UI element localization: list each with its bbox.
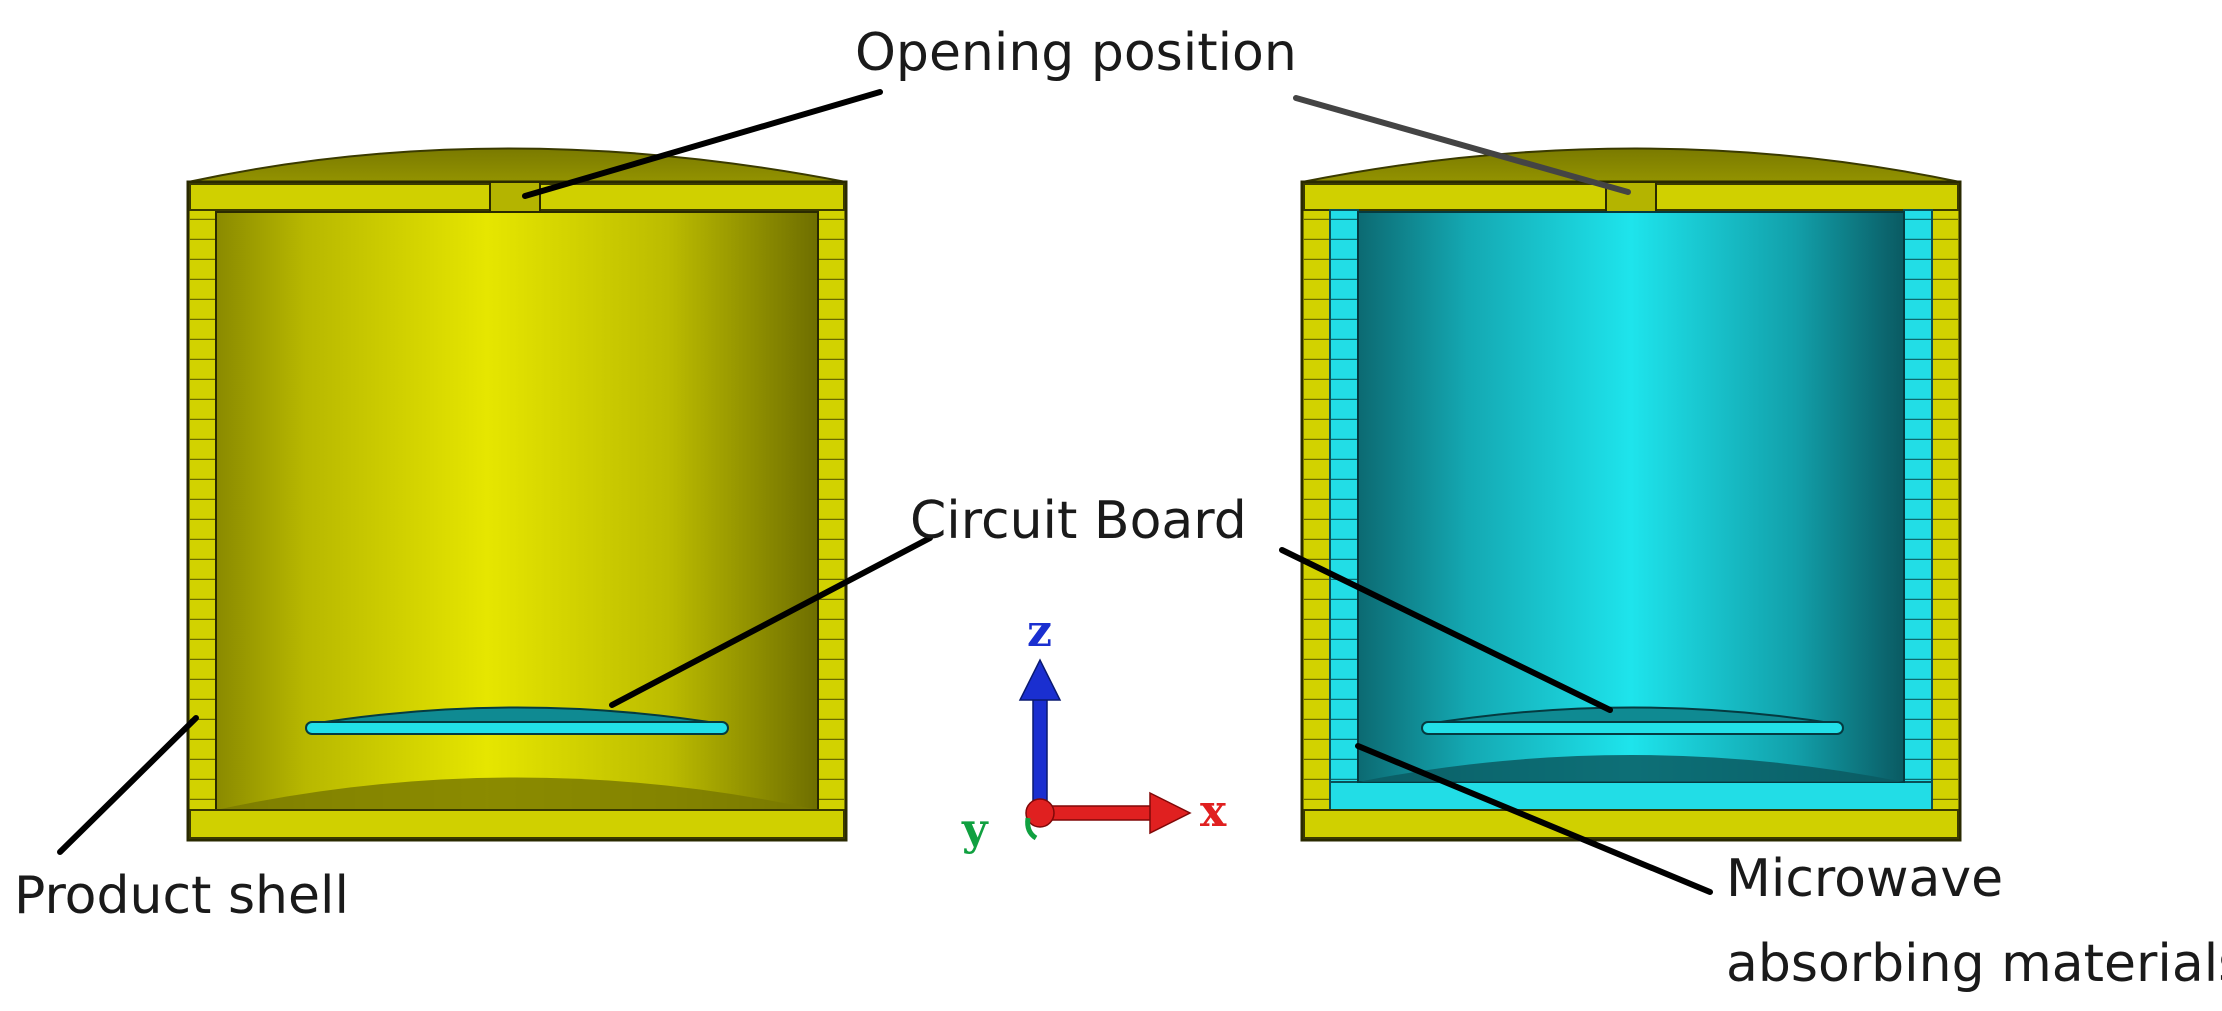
axis-label-z: z xyxy=(1027,606,1052,657)
label-opening-position: Opening position xyxy=(855,23,1297,83)
leader-opening-left xyxy=(522,89,883,199)
leader-lines xyxy=(57,89,1713,895)
right-container xyxy=(1300,147,1962,842)
axis-label-x: x xyxy=(1200,786,1227,837)
label-circuit-board: Circuit Board xyxy=(910,491,1247,551)
axis-label-y: y xyxy=(962,804,988,855)
z-axis-shaft xyxy=(1032,689,1048,815)
x-axis-head xyxy=(1149,791,1192,835)
left-container xyxy=(186,147,848,842)
right-shell-wall-right xyxy=(1932,210,1958,838)
coordinate-triad xyxy=(1018,658,1192,841)
absorber-lining-bottom xyxy=(1329,781,1933,811)
left-circuit-board-top xyxy=(305,706,729,726)
left-shell-wall-right xyxy=(818,210,844,838)
left-cavity-bottom xyxy=(216,777,818,810)
leader-opening-right xyxy=(1293,95,1631,195)
leader-microwave xyxy=(1355,743,1713,895)
right-circuit-board-top xyxy=(1421,706,1844,726)
leader-product-shell xyxy=(57,715,199,855)
leader-board-left xyxy=(609,535,933,708)
right-bottom-plate xyxy=(1303,809,1959,839)
absorber-lining-left xyxy=(1329,209,1359,811)
right-cavity-bottom xyxy=(1358,755,1904,782)
absorber-lining-right xyxy=(1903,209,1933,811)
right-inner-cavity xyxy=(1357,211,1905,783)
left-circuit-board xyxy=(305,721,729,735)
right-shell-wall-left xyxy=(1304,210,1330,838)
label-microwave-line2: absorbing materials xyxy=(1726,934,2222,994)
left-bottom-plate xyxy=(189,809,845,839)
left-shell-wall-left xyxy=(190,210,216,838)
label-microwave-line1: Microwave xyxy=(1726,849,2004,909)
label-product-shell: Product shell xyxy=(14,866,349,926)
y-axis-origin xyxy=(1025,798,1055,828)
x-axis-shaft xyxy=(1039,805,1161,821)
y-axis-stub xyxy=(1025,817,1038,841)
left-opening-slot xyxy=(489,181,541,213)
leader-board-right xyxy=(1279,547,1613,713)
z-axis-head xyxy=(1018,658,1062,701)
right-circuit-board xyxy=(1421,721,1844,735)
